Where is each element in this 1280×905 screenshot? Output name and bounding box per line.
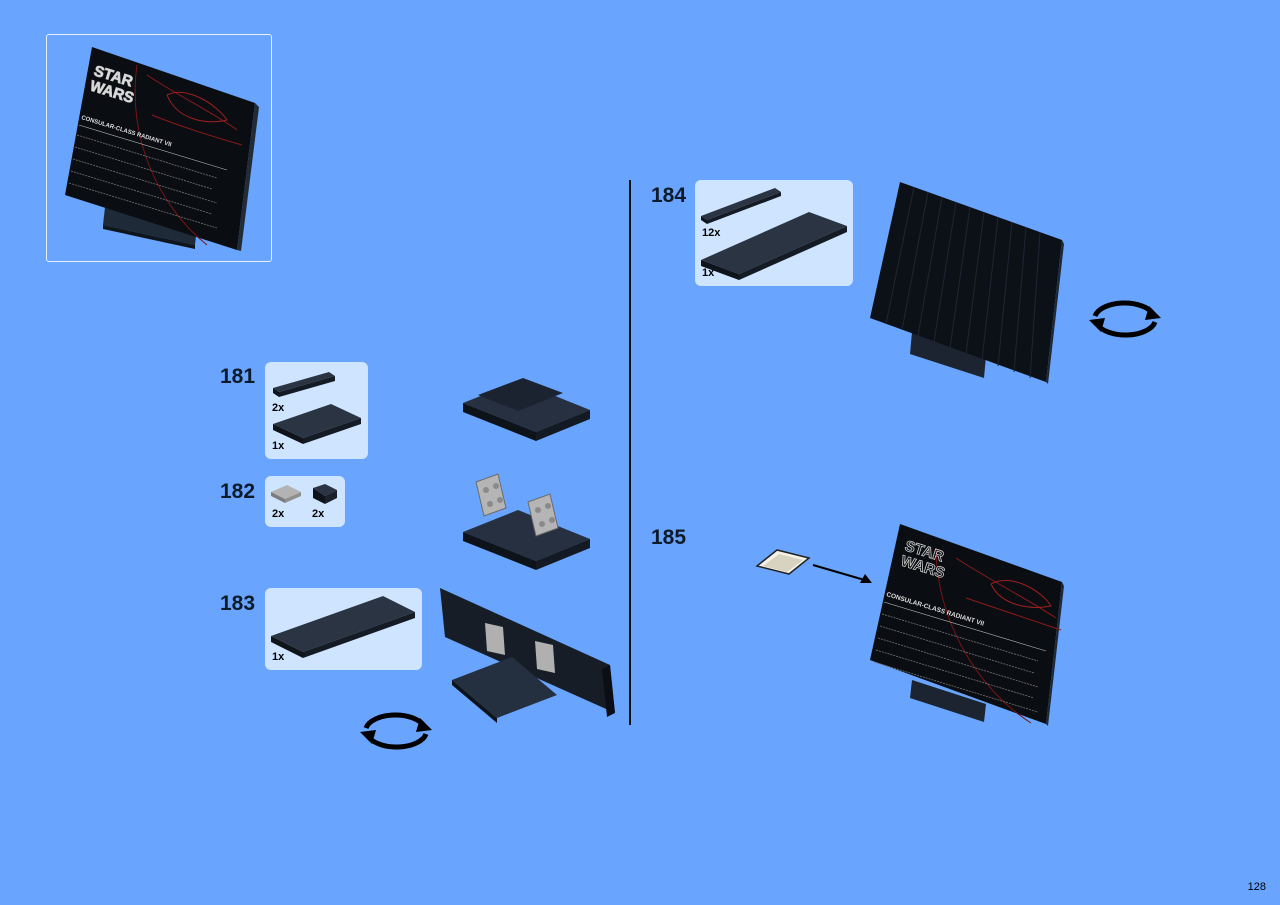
step-184-model	[870, 182, 1064, 384]
parts-list-184: 12x 1x	[695, 180, 853, 286]
parts-list-183: 1x	[265, 588, 422, 670]
qty-184-b: 1x	[702, 267, 715, 279]
qty-182-b: 2x	[312, 508, 325, 520]
inset-plaque-illustration: STAR WARS CONSULAR-CLASS RADIANT VII	[65, 47, 259, 251]
rotate-icon	[1089, 300, 1161, 338]
inset-preview-frame: STAR WARS CONSULAR-CLASS RADIANT VII	[46, 34, 272, 262]
step-number-183: 183	[220, 592, 256, 615]
parts-183-illustration	[271, 596, 415, 658]
step-number-185: 185	[651, 526, 687, 549]
rotate-icon	[360, 712, 432, 750]
parts-184-illustration	[701, 188, 847, 280]
qty-183-a: 1x	[272, 651, 285, 663]
parts-list-181: 2x 1x	[265, 362, 368, 459]
parts-182-illustration	[271, 484, 337, 504]
qty-181-a: 2x	[272, 402, 285, 414]
page-number: 128	[1247, 881, 1266, 893]
parts-181-illustration	[273, 372, 361, 444]
step-185-model: STAR WARS CONSULAR-CLASS RADIANT VII	[870, 524, 1064, 726]
sticker-part	[755, 549, 811, 575]
parts-list-182: 2x 2x	[265, 476, 345, 527]
step-182-model	[463, 473, 590, 570]
step-number-184: 184	[651, 184, 687, 207]
arrow-icon	[812, 564, 872, 583]
qty-181-b: 1x	[272, 440, 285, 452]
step-number-181: 181	[220, 365, 256, 388]
step-number-182: 182	[220, 480, 256, 503]
qty-182-a: 2x	[272, 508, 285, 520]
qty-184-a: 12x	[702, 227, 721, 239]
step-181-model	[463, 378, 590, 441]
step-183-model	[440, 588, 615, 723]
column-divider	[629, 180, 631, 725]
